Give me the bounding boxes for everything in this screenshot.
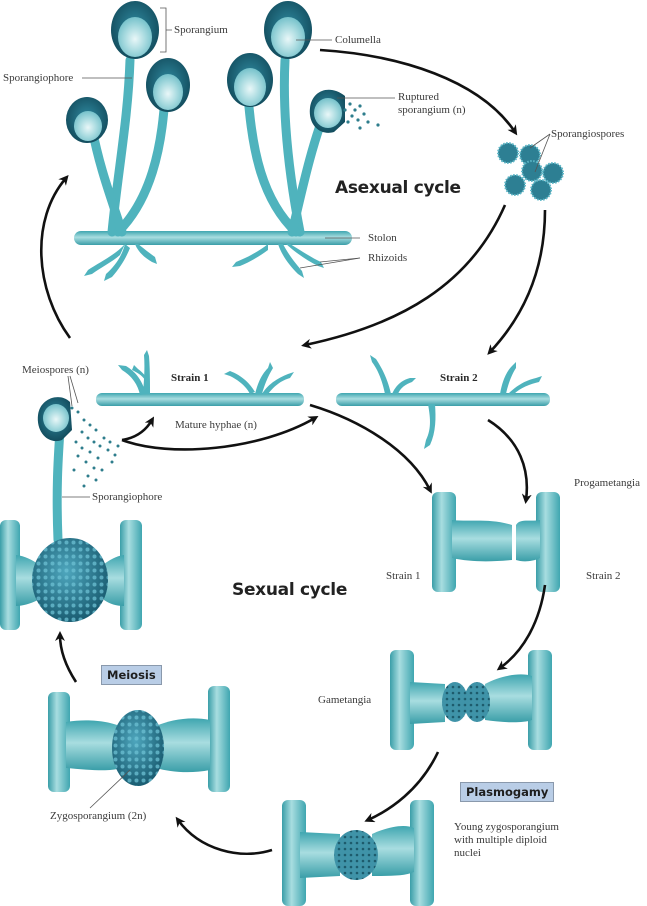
arrow-strain1-to-progam: [309, 403, 432, 494]
arrow-spores-to-strain2: [487, 209, 547, 355]
label-progametangia: Progametangia: [574, 477, 640, 489]
stolon: [74, 231, 352, 245]
meiospore-sporangiophore: [37, 397, 72, 545]
label-young-zygosporangium: Young zygosporangium with multiple diplo…: [454, 821, 559, 859]
arrow-gametangia-to-young-zygo: [364, 751, 440, 823]
arrow-progam-to-gametangia: [496, 584, 547, 671]
progametangia: [432, 492, 560, 592]
arrow-meiospores-to-strain1: [121, 416, 155, 442]
sexual-cycle-title: Sexual cycle: [232, 580, 348, 600]
arrow-zygo-to-germination: [55, 631, 78, 683]
label-strain-2-hypha: Strain 2: [440, 372, 478, 384]
rhizoids-right: [232, 244, 324, 278]
columella-sporangium: [264, 1, 312, 59]
sporangium-1: [111, 1, 159, 59]
label-columella: Columella: [335, 34, 381, 46]
label-ruptured-2: sporangium (n): [398, 104, 466, 116]
sporangium-2: [146, 58, 190, 112]
label-stolon: Stolon: [368, 232, 397, 244]
leader-lines: [62, 7, 551, 809]
gametangia: [390, 650, 552, 750]
strain-1-hypha: [96, 350, 304, 406]
arrow-meiospores-to-strain2: [121, 415, 319, 451]
plasmogamy-badge: Plasmogamy: [460, 782, 555, 802]
germinating-zygosporangium: [0, 520, 142, 630]
label-strain-1-progametangia: Strain 1: [386, 570, 421, 582]
sporangium-4: [227, 53, 273, 107]
mature-zygosporangium: [48, 686, 230, 792]
label-sporangiophore-top: Sporangiophore: [3, 72, 74, 84]
young-zygosporangium: [282, 800, 434, 906]
label-zygosporangium: Zygosporangium (2n): [50, 810, 147, 822]
sporangium-3: [66, 97, 108, 143]
label-mature-hyphae: Mature hyphae (n): [175, 419, 257, 431]
sporangiospores: [497, 142, 564, 201]
sporangiophore-stalks: [87, 55, 330, 237]
arrow-young-zygo-to-zygosporangium: [175, 816, 273, 856]
ruptured-sporangium: [309, 89, 380, 133]
meiosis-badge: Meiosis: [101, 665, 162, 685]
label-gametangia: Gametangia: [318, 694, 372, 706]
arrow-to-sporangiospores: [319, 48, 518, 136]
label-sporangiophore-bottom: Sporangiophore: [92, 491, 163, 503]
arrow-spores-to-strain1: [301, 204, 507, 349]
arrow-strain2-to-progam: [487, 418, 532, 504]
arrow-hyphae-to-stolon: [40, 174, 72, 339]
meiospores: [70, 406, 120, 488]
label-sporangium: Sporangium: [174, 24, 228, 36]
asexual-cycle-title: Asexual cycle: [335, 178, 461, 198]
cycle-arrows: [40, 48, 547, 856]
label-meiospores: Meiospores (n): [22, 364, 89, 376]
label-strain-1-hypha: Strain 1: [171, 372, 209, 384]
label-sporangiospores: Sporangiospores: [551, 128, 625, 140]
label-strain-2-progametangia: Strain 2: [586, 570, 621, 582]
rhizoids-left: [84, 244, 157, 281]
label-ruptured-1: Ruptured: [398, 91, 439, 103]
strain-2-hypha: [336, 355, 550, 449]
label-rhizoids: Rhizoids: [368, 252, 408, 264]
